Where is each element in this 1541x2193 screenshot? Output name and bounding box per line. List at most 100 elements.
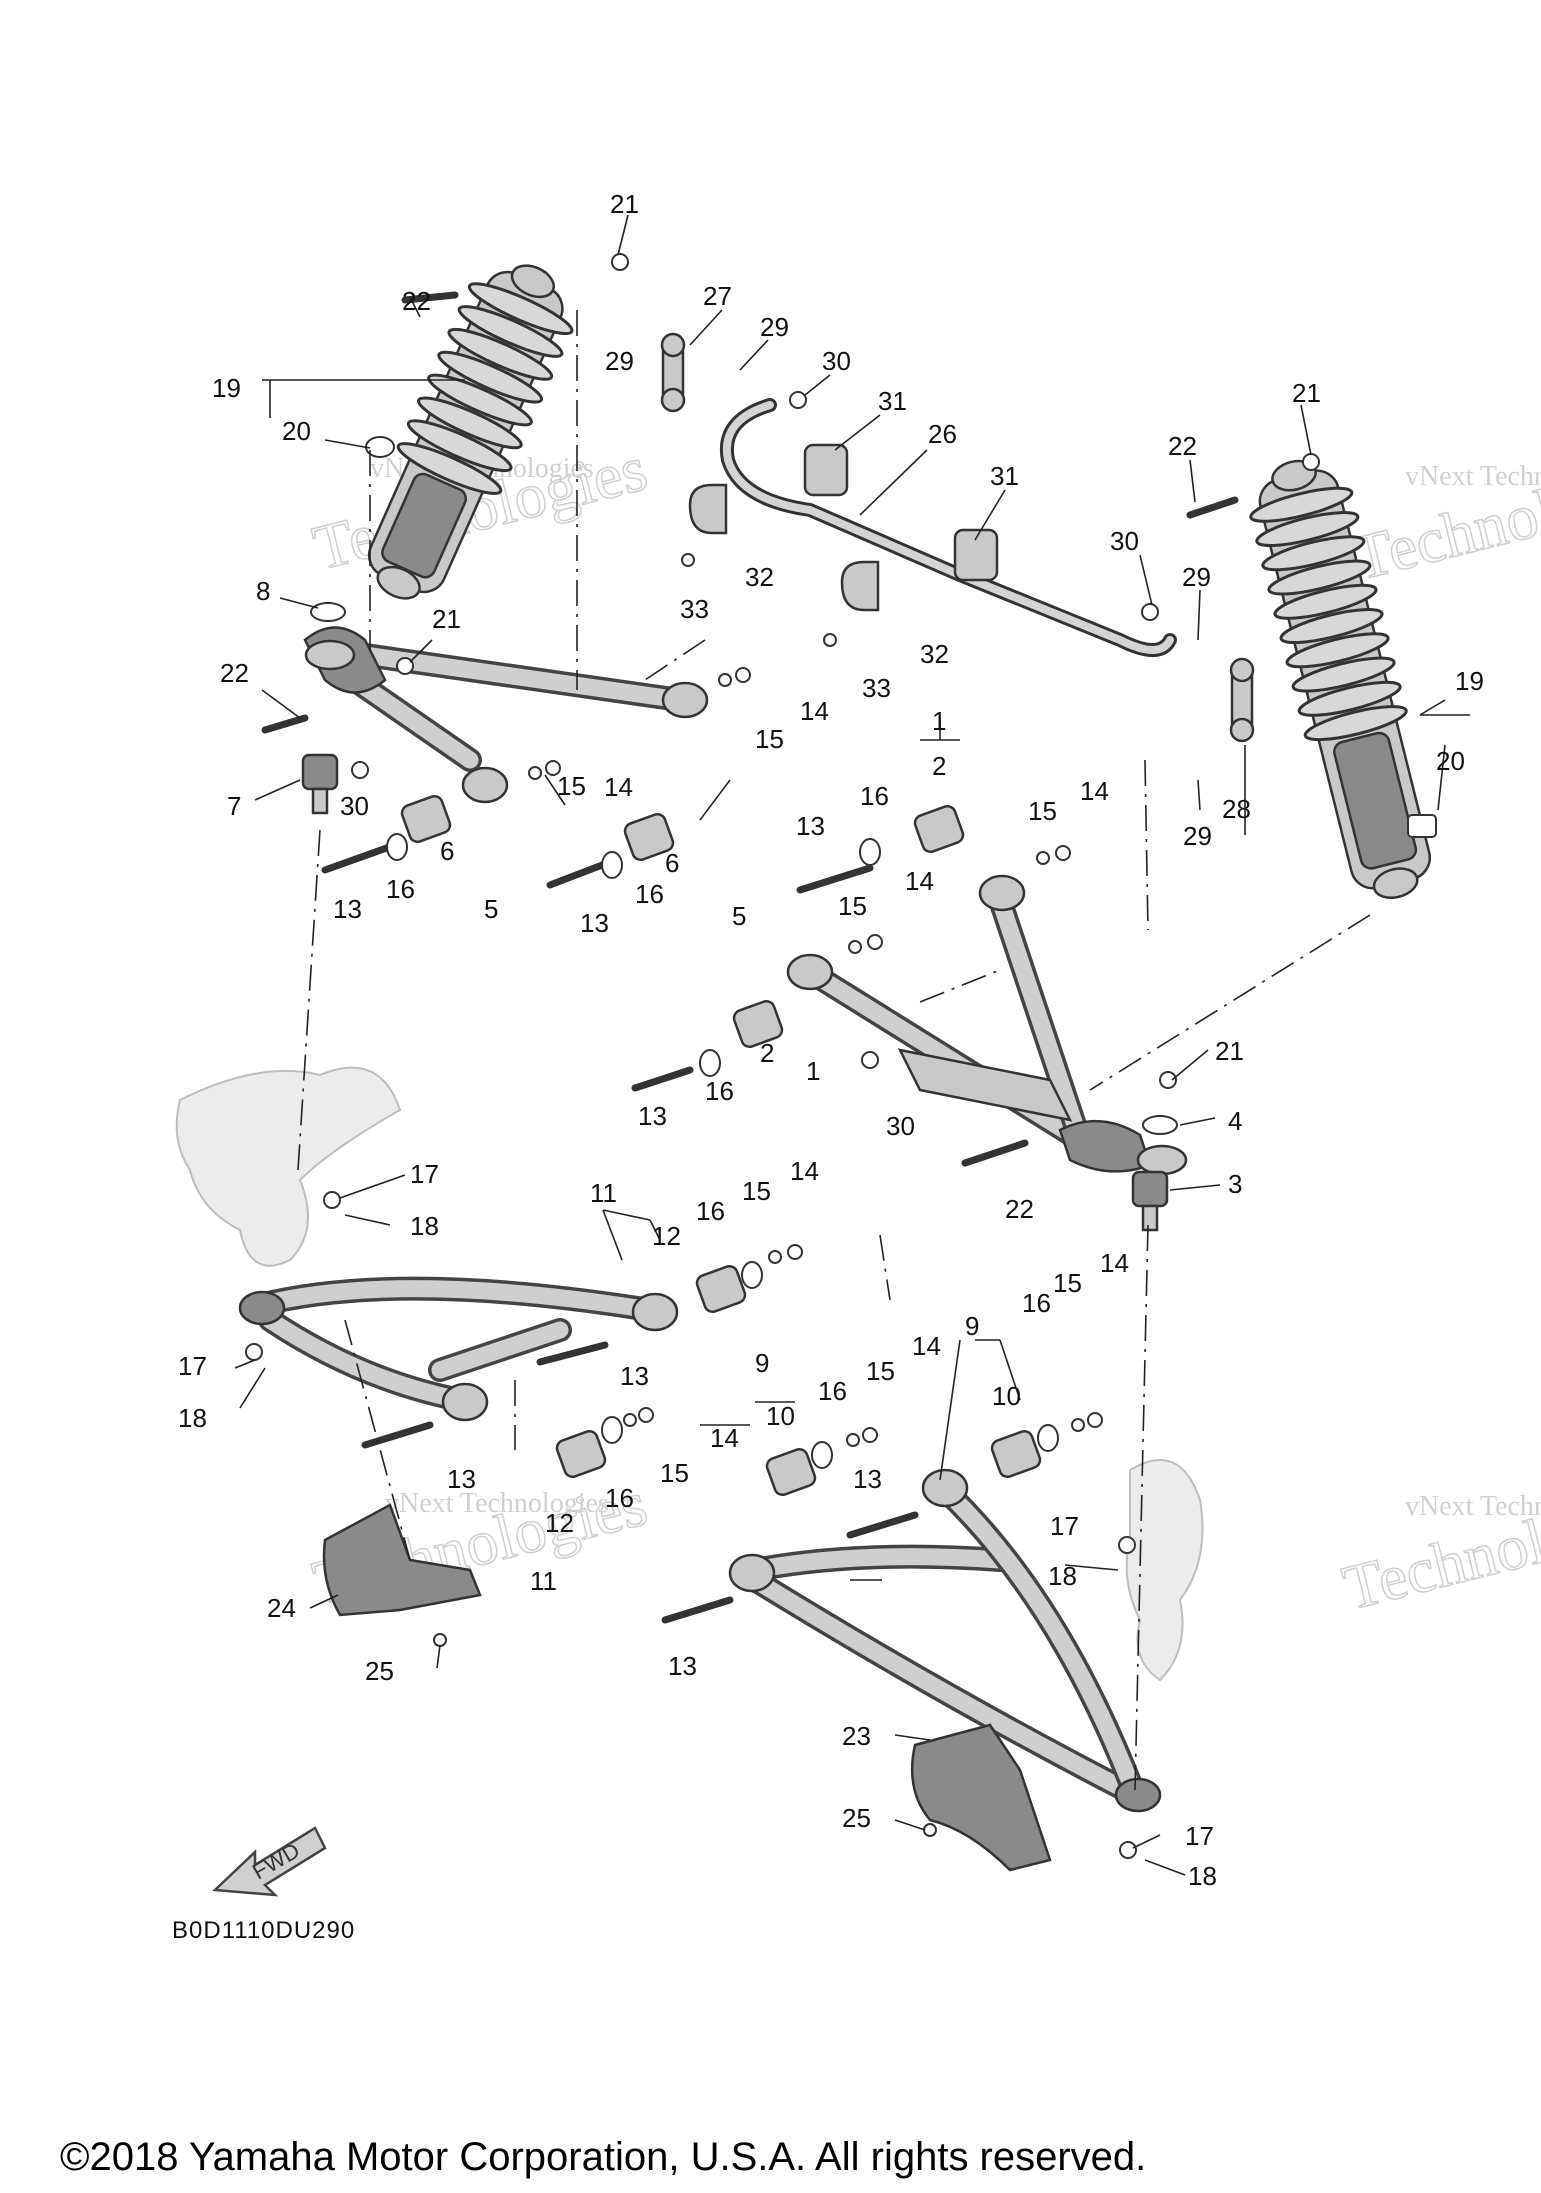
callout-16: 16 <box>705 1076 734 1106</box>
callout-15: 15 <box>742 1176 771 1206</box>
forward-direction-arrow: FWD <box>212 1826 327 1897</box>
watermark-text: vNext Technologies <box>385 1488 609 1519</box>
stabilizer-bushing <box>953 528 999 582</box>
callout-14: 14 <box>800 696 829 726</box>
callout-18: 18 <box>1048 1561 1077 1591</box>
callout-16: 16 <box>1022 1288 1051 1318</box>
callout-20: 20 <box>282 416 311 446</box>
left-knuckle-ghost <box>175 1066 402 1267</box>
callout-33: 33 <box>680 594 709 624</box>
callout-15: 15 <box>557 771 586 801</box>
callout-2: 2 <box>760 1038 774 1068</box>
callout-10: 10 <box>766 1401 795 1431</box>
callout-15: 15 <box>755 724 784 754</box>
callout-14: 14 <box>1080 776 1109 806</box>
callout-14: 14 <box>790 1156 819 1186</box>
callout-15: 15 <box>660 1458 689 1488</box>
callout-27: 27 <box>703 281 732 311</box>
callout-29: 29 <box>1182 562 1211 592</box>
callout-25: 25 <box>842 1803 871 1833</box>
callout-21: 21 <box>432 604 461 634</box>
skid-guard-23 <box>910 1723 1052 1872</box>
right-shock-absorber <box>1249 459 1432 900</box>
callout-5: 5 <box>732 901 746 931</box>
callout-24: 24 <box>267 1593 296 1623</box>
callout-32: 32 <box>745 562 774 592</box>
ball-joint-7 <box>301 753 339 815</box>
callout-14: 14 <box>710 1423 739 1453</box>
callout-5: 5 <box>484 894 498 924</box>
callout-17: 17 <box>1185 1821 1214 1851</box>
callout-22: 22 <box>1005 1194 1034 1224</box>
callout-31: 31 <box>990 461 1019 491</box>
callout-30: 30 <box>340 791 369 821</box>
callout-12: 12 <box>545 1508 574 1538</box>
callout-14: 14 <box>905 866 934 896</box>
callout-10: 10 <box>992 1381 1021 1411</box>
callout-11: 11 <box>530 1566 557 1596</box>
copyright-notice: ©2018 Yamaha Motor Corporation, U.S.A. A… <box>60 2135 1146 2179</box>
leader-lines <box>234 214 1470 1876</box>
callout-9: 9 <box>965 1311 979 1341</box>
upper-left-a-arm <box>303 626 709 804</box>
callout-6: 6 <box>440 836 454 866</box>
callout-17: 17 <box>178 1351 207 1381</box>
callout-13: 13 <box>668 1651 697 1681</box>
callout-21: 21 <box>1292 378 1321 408</box>
callout-30: 30 <box>1110 526 1139 556</box>
callout-8: 8 <box>256 576 270 606</box>
callout-30: 30 <box>886 1111 915 1141</box>
callout-33: 33 <box>862 673 891 703</box>
callout-17: 17 <box>1050 1511 1079 1541</box>
callout-26: 26 <box>928 419 957 449</box>
callout-13: 13 <box>853 1464 882 1494</box>
stabilizer-end-links <box>660 332 1255 743</box>
callout-1: 1 <box>806 1056 820 1086</box>
callout-13: 13 <box>620 1361 649 1391</box>
stabilizer-bushing <box>803 443 849 497</box>
callout-2: 2 <box>932 751 946 781</box>
bushings <box>400 794 1042 1497</box>
right-knuckle-ghost <box>1125 1459 1204 1682</box>
left-shock-absorber <box>367 264 574 600</box>
callout-18: 18 <box>178 1403 207 1433</box>
callout-16: 16 <box>860 781 889 811</box>
callout-29: 29 <box>1183 821 1212 851</box>
callout-22: 22 <box>220 658 249 688</box>
callout-28: 28 <box>1222 794 1251 824</box>
stabilizer-bracket <box>688 483 728 535</box>
upper-right-a-arm <box>786 874 1188 1176</box>
callout-16: 16 <box>818 1376 847 1406</box>
callout-16: 16 <box>635 879 664 909</box>
callout-32: 32 <box>920 639 949 669</box>
callout-31: 31 <box>878 386 907 416</box>
watermark-text: vNext Technologies <box>1405 461 1541 492</box>
callout-14: 14 <box>604 772 633 802</box>
callout-30: 30 <box>822 346 851 376</box>
callout-15: 15 <box>866 1356 895 1386</box>
callout-19: 19 <box>212 373 241 403</box>
callout-21: 21 <box>1215 1036 1244 1066</box>
hardware <box>245 253 1437 1859</box>
diagram-code: B0D1110DU290 <box>172 1917 355 1944</box>
callout-14: 14 <box>912 1331 941 1361</box>
callout-23: 23 <box>842 1721 871 1751</box>
watermark-group: vNext Technologies Technologies vNext Te… <box>305 432 1541 1625</box>
callout-22: 22 <box>402 286 431 316</box>
callout-21: 21 <box>610 189 639 219</box>
callout-29: 29 <box>760 312 789 342</box>
callout-13: 13 <box>796 811 825 841</box>
callout-16: 16 <box>386 874 415 904</box>
connection-lines <box>297 310 1371 1791</box>
callout-20: 20 <box>1436 746 1465 776</box>
callout-29: 29 <box>605 346 634 376</box>
skid-guard-24 <box>322 1503 482 1617</box>
callout-4: 4 <box>1228 1106 1242 1136</box>
ball-joint-3 <box>1131 1170 1169 1232</box>
stabilizer-bar <box>688 398 1177 657</box>
callout-labels: 21 22 19 20 27 29 29 30 31 26 31 21 22 3… <box>178 189 1484 1891</box>
callout-15: 15 <box>1028 796 1057 826</box>
lower-right-a-arm <box>728 1468 1162 1813</box>
callout-17: 17 <box>410 1159 439 1189</box>
